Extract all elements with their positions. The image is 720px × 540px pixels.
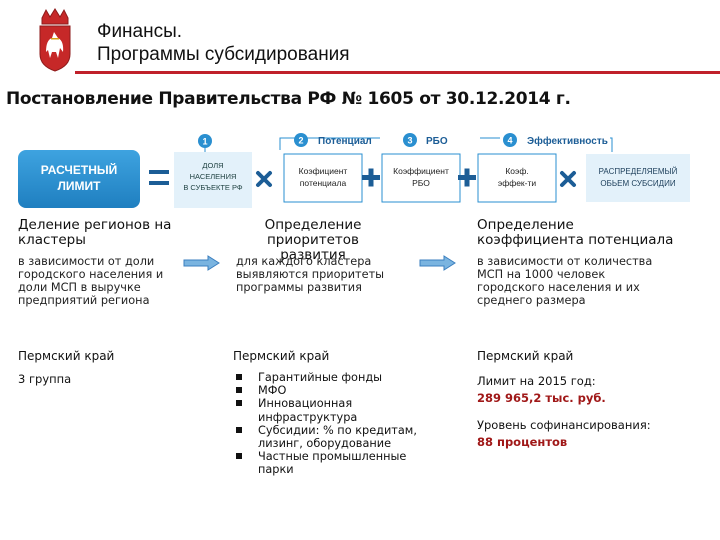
- region-label-col-1: Пермский край: [18, 349, 115, 363]
- title-line-1: Финансы.: [97, 21, 183, 42]
- column-1-line: в зависимости от доли: [18, 255, 155, 268]
- column-1-line: доли МСП в выручке: [18, 281, 141, 294]
- column-3-heading-line-2: коэффициента потенциала: [477, 232, 674, 248]
- right-arrow-icon: [419, 255, 456, 271]
- column-1-line: городского населения и: [18, 268, 164, 281]
- column-1-description: в зависимости от доли городского населен…: [18, 255, 163, 307]
- header-divider: [75, 71, 720, 74]
- priority-line: Инновационная: [258, 397, 353, 411]
- step-4-label: Эффективность: [527, 135, 608, 147]
- column-2-heading: Определение приоритетов развития: [238, 218, 388, 263]
- column-2-heading-line-1: Определение: [264, 217, 362, 233]
- region-label-col-2: Пермский край: [233, 349, 330, 363]
- decree-title: Постановление Правительства РФ № 1605 от…: [6, 89, 571, 109]
- title-line-2: Программы субсидирования: [97, 44, 350, 65]
- step-2-header: 2 Потенциал: [279, 133, 380, 150]
- subsidy-formula-diagram: РАСЧЕТНЫЙ ЛИМИТ ДОЛЯ НАСЕЛЕНИЯ В СУБЪЕКТ…: [18, 133, 690, 208]
- equals-icon: [149, 170, 169, 185]
- column-1-heading: Деление регионов на кластеры: [18, 218, 171, 248]
- step-2-label: Потенциал: [318, 136, 372, 147]
- priority-line: инфраструктура: [258, 410, 358, 424]
- step-4-header: 4 Эффективность: [503, 133, 613, 152]
- limit-label: Лимит на 2015 год:: [477, 374, 596, 388]
- coef-rbo-box: Коэффициент РБО: [381, 153, 461, 203]
- column-1-heading-line-2: кластеры: [18, 232, 86, 248]
- limit-box-line-2: ЛИМИТ: [58, 179, 102, 193]
- share-box-line-1: ДОЛЯ: [202, 161, 223, 170]
- column-3-heading-line-1: Определение: [477, 217, 574, 233]
- limit-value: 289 965,2 тыс. руб.: [477, 391, 606, 405]
- result-box: РАСПРЕДЕЛЯЕМЫЙ ОБЬЕМ СУБСИДИИ: [586, 154, 690, 202]
- plus-icon: [458, 168, 476, 187]
- priority-line: парки: [258, 463, 294, 477]
- column-3-heading: Определение коэффициента потенциала: [477, 218, 673, 248]
- column-1-heading-line-1: Деление регионов на: [18, 217, 172, 233]
- column-2-line: выявляются приоритеты: [236, 268, 385, 281]
- step-2-number: 2: [298, 136, 303, 146]
- cofinancing-label: Уровень софинансирования:: [477, 418, 651, 432]
- result-box-line-2: ОБЬЕМ СУБСИДИИ: [600, 179, 675, 188]
- priority-item: Гарантийные фонды: [233, 371, 417, 384]
- right-arrow-icon: [183, 255, 220, 271]
- priority-line: Частные промышленные: [258, 450, 407, 464]
- column-3-description: в зависимости от количества МСП на 1000 …: [477, 255, 652, 307]
- step-1-marker: 1: [198, 134, 212, 152]
- coef-eff-line-1: Коэф.: [505, 166, 528, 176]
- coef-efficiency-box: Коэф. эффек-ти: [477, 153, 557, 203]
- page-title: Финансы. Программы субсидирования: [97, 20, 350, 66]
- coef-potential-line-2: потенциала: [300, 178, 347, 188]
- plus-icon: [362, 168, 380, 187]
- cluster-group: 3 группа: [18, 372, 72, 386]
- limit-box-line-1: РАСЧЕТНЫЙ: [41, 162, 118, 177]
- population-share-box: ДОЛЯ НАСЕЛЕНИЯ В СУБЪЕКТЕ РФ: [174, 152, 252, 208]
- column-2-line: программы развития: [236, 281, 362, 294]
- step-4-number: 4: [507, 136, 512, 146]
- column-3-line: среднего размера: [477, 294, 586, 307]
- cofinancing-value: 88 процентов: [477, 435, 568, 449]
- step-3-number: 3: [407, 136, 412, 146]
- priority-item: МФО: [233, 384, 417, 397]
- priority-line: Гарантийные фонды: [258, 371, 383, 384]
- column-2-description: для каждого кластера выявляются приорите…: [236, 255, 384, 294]
- step-1-number: 1: [202, 137, 207, 147]
- coef-rbo-line-1: Коэффициент: [393, 166, 449, 176]
- perm-krai-emblem: [39, 8, 71, 72]
- column-3-line: в зависимости от количества: [477, 255, 653, 268]
- result-box-line-1: РАСПРЕДЕЛЯЕМЫЙ: [599, 167, 678, 176]
- priority-line: Субсидии: % по кредитам,: [258, 423, 417, 437]
- coef-potential-box: Коэфициент потенциала: [283, 153, 363, 203]
- priority-item: Субсидии: % по кредитам,лизинг, оборудов…: [233, 424, 417, 450]
- share-box-line-3: В СУБЪЕКТЕ РФ: [183, 183, 243, 192]
- column-2-heading-line-2: приоритетов развития: [266, 232, 360, 263]
- region-label-col-3: Пермский край: [477, 349, 574, 363]
- priority-line: МФО: [258, 384, 287, 398]
- column-2-line: для каждого кластера: [236, 255, 372, 268]
- priority-line: лизинг, оборудование: [258, 437, 392, 451]
- multiply-icon: [560, 171, 576, 187]
- limit-box: РАСЧЕТНЫЙ ЛИМИТ: [18, 150, 140, 208]
- step-3-header: 3 РБО: [403, 133, 500, 147]
- share-box-line-2: НАСЕЛЕНИЯ: [190, 172, 237, 181]
- coef-potential-line-1: Коэфициент: [299, 166, 348, 176]
- column-3-line: МСП на 1000 человек: [477, 268, 606, 281]
- multiply-icon: [256, 171, 272, 187]
- step-3-label: РБО: [426, 136, 448, 147]
- coef-eff-line-2: эффек-ти: [498, 178, 536, 188]
- column-1-line: предприятий региона: [18, 294, 150, 307]
- coef-rbo-line-2: РБО: [412, 178, 430, 188]
- column-3-line: городского населения и их: [477, 281, 640, 294]
